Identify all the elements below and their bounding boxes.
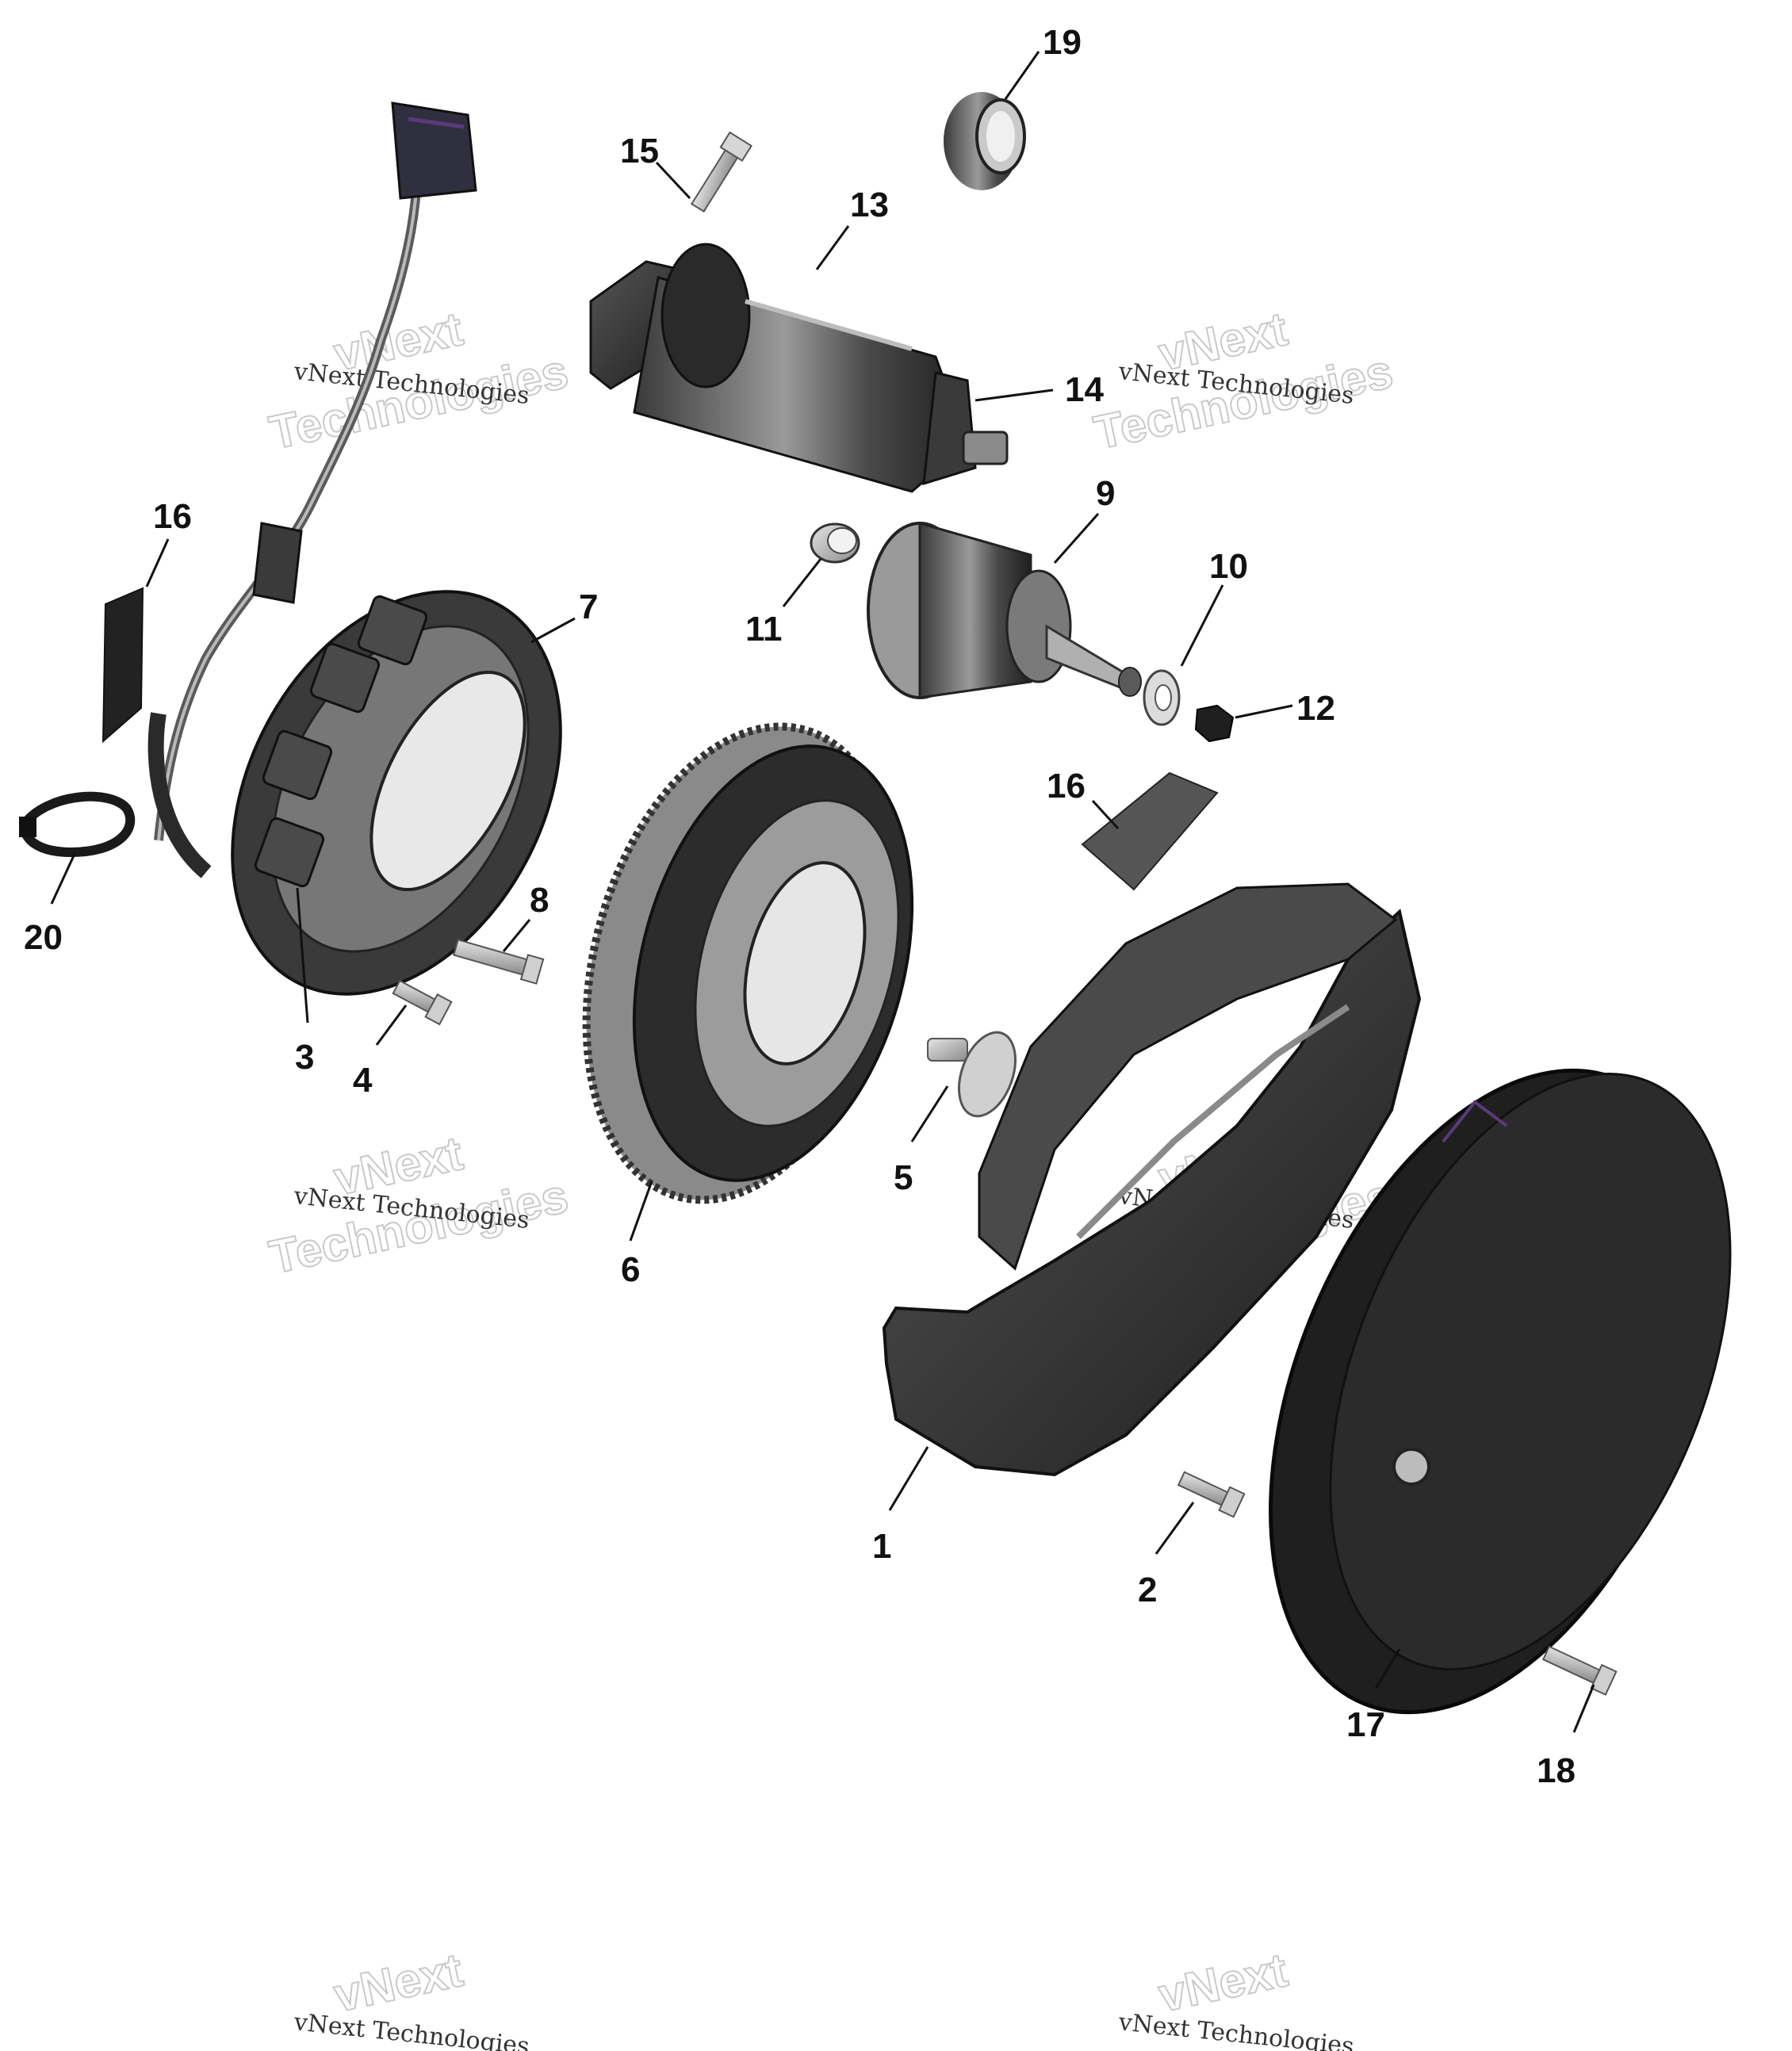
leader-14: [974, 388, 1054, 402]
leader-4: [375, 1004, 408, 1046]
part-2-bolt: [1177, 1471, 1246, 1518]
leader-11: [782, 558, 822, 607]
callout-19: 19: [1043, 23, 1082, 62]
callout-10: 10: [1209, 547, 1248, 586]
leader-2: [1154, 1502, 1195, 1555]
leader-12: [1235, 704, 1293, 719]
part-5-key: [927, 1031, 1017, 1118]
leader-19: [1004, 51, 1040, 100]
leader-1: [888, 1446, 929, 1511]
leader-16a: [145, 538, 170, 587]
part-15-bolt: [690, 131, 752, 213]
leader-7: [530, 617, 576, 644]
part-7-stator: [231, 590, 562, 996]
callout-15: 15: [620, 132, 659, 170]
watermark: vNext: [1153, 1942, 1292, 2023]
part-18-bolt: [1541, 1645, 1618, 1696]
callout-17: 17: [1346, 1705, 1385, 1744]
callout-16b: 16: [1047, 767, 1086, 805]
part-10-washer: [1143, 669, 1181, 726]
callout-16a: 16: [153, 497, 192, 536]
watermark-text-big: vNext: [1154, 1943, 1292, 2022]
callout-1: 1: [872, 1527, 891, 1566]
part-17-cover: [1269, 1068, 1732, 1715]
harness-connector: [391, 101, 477, 200]
callout-18: 18: [1537, 1751, 1576, 1790]
callout-7: 7: [579, 587, 598, 626]
part-8-bolt: [453, 939, 545, 985]
callout-4: 4: [353, 1061, 373, 1100]
leader-6: [629, 1180, 653, 1242]
leader-lines: [50, 51, 1595, 1733]
leader-15: [655, 161, 691, 200]
harness-connector-small: [252, 522, 303, 604]
part-13-starter-motor: [589, 243, 1009, 493]
callout-20: 20: [24, 918, 63, 957]
leader-17: [1374, 1648, 1401, 1689]
callout-2: 2: [1138, 1571, 1157, 1609]
part-16-pad-left: [101, 587, 144, 744]
leader-10: [1180, 584, 1224, 667]
callout-13: 13: [850, 186, 889, 224]
callout-3: 3: [295, 1038, 314, 1077]
part-12-nut: [1194, 704, 1235, 743]
part-11-bushing: [810, 522, 860, 564]
callout-labels: 19 15 13 14 9 10 12 11 16 7 8 3 4 20 16 …: [24, 23, 1576, 1790]
callout-6: 6: [621, 1250, 640, 1289]
part-1-housing: [882, 882, 1422, 1477]
leader-16b: [1091, 799, 1120, 830]
part-19-seal: [944, 92, 1026, 190]
part-9-starter-drive: [867, 522, 1142, 699]
part-6-flywheel: [582, 722, 914, 1204]
leader-5: [910, 1085, 949, 1142]
watermark: vNext: [328, 1942, 468, 2023]
wiring-harness: [147, 101, 477, 878]
callout-12: 12: [1296, 689, 1335, 728]
leader-3: [296, 887, 309, 1024]
part-16-pad-right: [1081, 771, 1219, 891]
callout-9: 9: [1096, 474, 1115, 513]
watermark-text-big: vNext: [329, 1943, 467, 2022]
leader-13: [815, 225, 850, 270]
leader-9: [1053, 513, 1100, 564]
callout-14: 14: [1065, 370, 1104, 409]
callout-8: 8: [530, 881, 549, 920]
leader-20: [50, 851, 77, 905]
watermark-text: vNext Technologies: [292, 2008, 530, 2051]
callout-11: 11: [745, 610, 783, 649]
leader-18: [1572, 1684, 1595, 1733]
callout-5: 5: [894, 1158, 913, 1197]
leader-8: [502, 919, 531, 952]
part-4-bolt: [392, 979, 453, 1026]
part-20-cable-tie: [19, 791, 136, 858]
watermark-text: vNext Technologies: [1116, 2008, 1355, 2051]
